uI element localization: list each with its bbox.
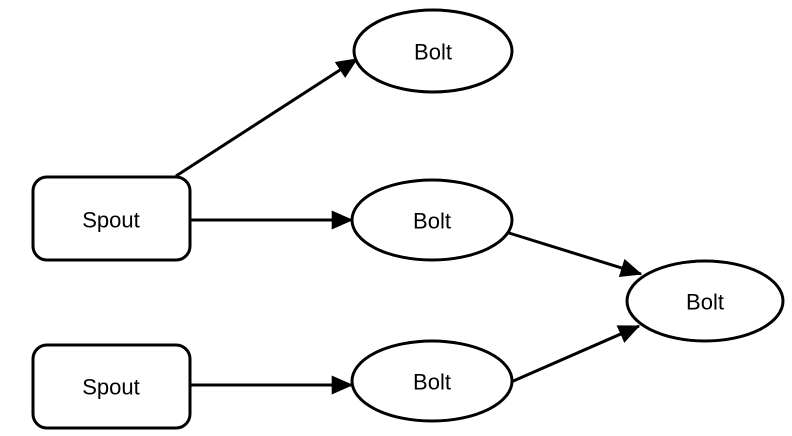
node-spout-1[interactable]: Spout <box>31 175 192 262</box>
edge-spout1-to-bolt1 <box>175 57 359 178</box>
bolt-1-shape[interactable] <box>352 8 514 94</box>
bolt-4-shape[interactable] <box>625 259 785 343</box>
node-bolt-2[interactable]: Bolt <box>350 178 514 262</box>
node-layer: Spout Spout Bolt Bolt Bolt Bolt <box>31 8 785 430</box>
node-bolt-3[interactable]: Bolt <box>350 339 514 423</box>
edge-bolt2-to-bolt4 <box>508 231 643 278</box>
node-bolt-1[interactable]: Bolt <box>352 8 514 94</box>
node-bolt-4[interactable]: Bolt <box>625 259 785 343</box>
node-spout-2[interactable]: Spout <box>31 343 192 430</box>
spout-2-shape[interactable] <box>31 343 192 430</box>
spout-1-shape[interactable] <box>31 175 192 262</box>
edge-bolt3-to-bolt4 <box>510 324 641 384</box>
edge-layer <box>175 57 643 395</box>
bolt-3-shape[interactable] <box>350 339 514 423</box>
bolt-2-shape[interactable] <box>350 178 514 262</box>
